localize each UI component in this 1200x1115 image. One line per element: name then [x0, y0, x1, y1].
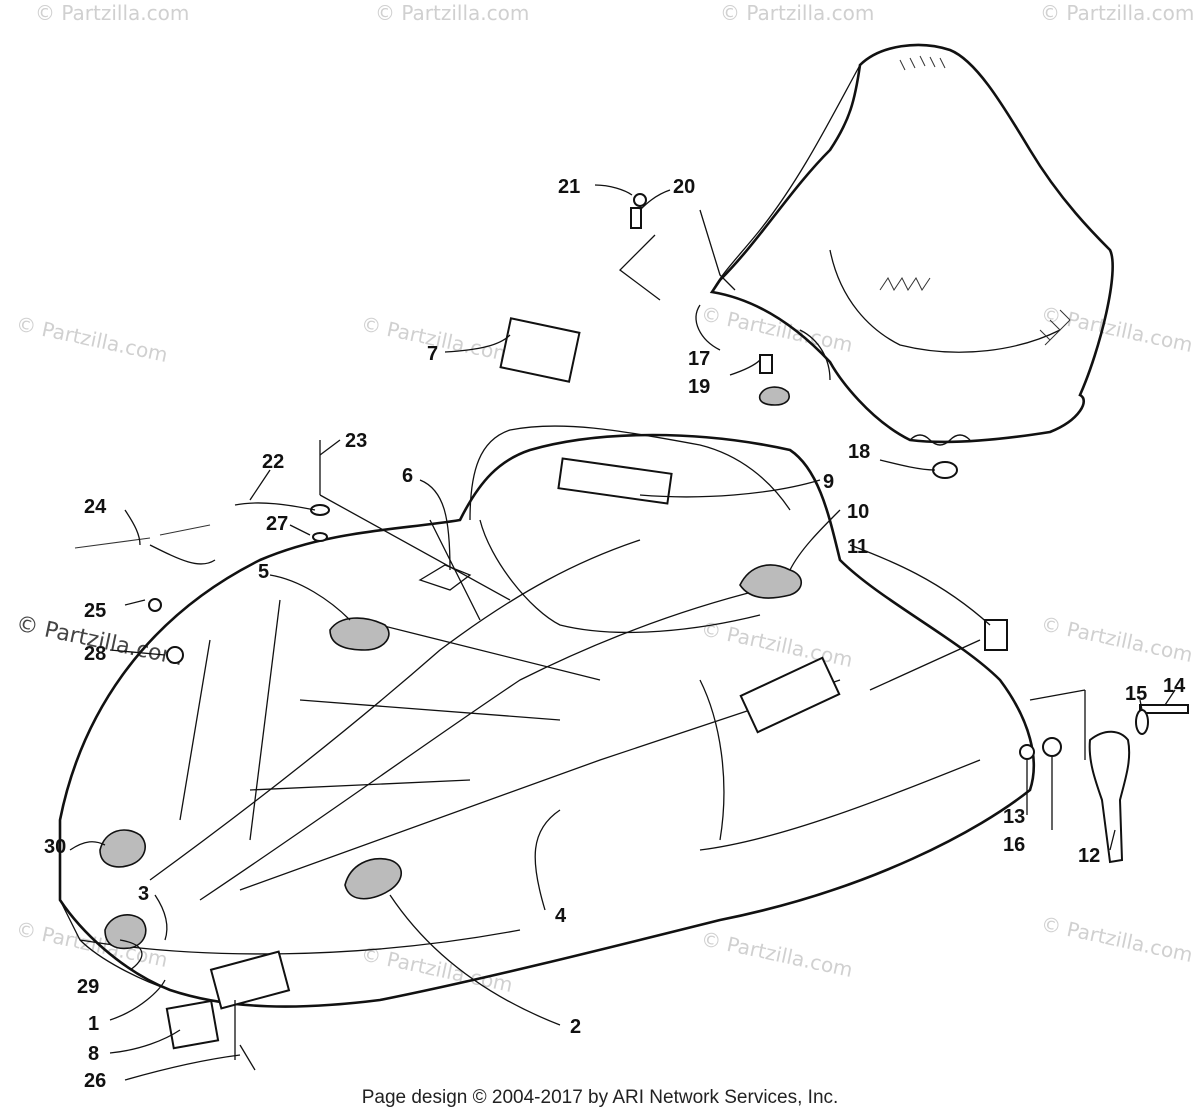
callout-17: 17 — [688, 348, 710, 370]
callout-12: 12 — [1078, 845, 1100, 867]
part-16 — [1042, 737, 1062, 757]
callout-26: 26 — [84, 1070, 106, 1092]
callout-5: 5 — [258, 561, 269, 583]
leader-lines — [69, 184, 1176, 1081]
callouts: 1 2 3 4 5 6 7 8 9 10 11 12 13 14 15 16 1… — [44, 176, 1186, 1092]
callout-23: 23 — [345, 430, 367, 452]
callout-13: 13 — [1003, 806, 1025, 828]
decal-30 — [99, 829, 146, 868]
spring-24 — [74, 524, 211, 549]
decal-10 — [739, 564, 803, 599]
bracket-8-mount — [209, 950, 291, 1010]
callout-3: 3 — [138, 883, 149, 905]
part-13 — [1019, 744, 1035, 760]
part-15 — [1135, 709, 1149, 735]
watermark: © Partzilla.com — [699, 926, 855, 982]
callout-20: 20 — [673, 176, 695, 198]
part-11 — [984, 619, 1008, 651]
callout-4: 4 — [555, 905, 567, 927]
part-19-base — [758, 386, 790, 406]
cable-22 — [234, 502, 316, 511]
watermark: © Partzilla.com — [35, 1, 189, 25]
callout-22: 22 — [262, 451, 284, 473]
callout-16: 16 — [1003, 834, 1025, 856]
callout-21: 21 — [558, 176, 580, 198]
callout-24: 24 — [84, 496, 107, 518]
watermark: © Partzilla.com — [1040, 1, 1194, 25]
callout-30: 30 — [44, 836, 66, 858]
part-7 — [499, 317, 581, 383]
callout-15: 15 — [1125, 683, 1147, 705]
part-21 — [633, 193, 647, 207]
part-27-upper — [310, 504, 330, 516]
latch-12 — [1088, 730, 1131, 864]
part-18 — [932, 461, 958, 479]
callout-19: 19 — [688, 376, 710, 398]
callout-28: 28 — [84, 643, 106, 665]
footer-copyright: Page design © 2004-2017 by ARI Network S… — [362, 1087, 839, 1108]
decal-2 — [344, 858, 403, 900]
windshield — [709, 43, 1114, 446]
watermark: © Partzilla.com — [14, 916, 170, 972]
part-14 — [1139, 704, 1189, 714]
part-25 — [148, 598, 162, 612]
link-25 — [149, 544, 216, 565]
hood-decals — [99, 457, 841, 1010]
part-28 — [166, 646, 184, 664]
watermark: © Partzilla.com — [1039, 911, 1195, 967]
callout-14: 14 — [1163, 675, 1186, 697]
callout-9: 9 — [823, 471, 834, 493]
watermark: © Partzilla.com — [1039, 611, 1195, 667]
ext-decal — [739, 656, 841, 734]
decal-29 — [104, 914, 147, 950]
callout-2: 2 — [570, 1016, 581, 1038]
callout-29: 29 — [77, 976, 99, 998]
watermark: © Partzilla.com — [1039, 301, 1195, 357]
callout-27: 27 — [266, 513, 288, 535]
bracket-8 — [165, 999, 220, 1050]
part-27 — [312, 532, 328, 542]
watermark: © Partzilla.com — [699, 301, 855, 357]
decal-5 — [329, 617, 390, 651]
emblem-6 — [418, 564, 472, 591]
callout-1: 1 — [88, 1013, 99, 1035]
callout-11: 11 — [847, 536, 868, 558]
hood-label — [557, 457, 673, 505]
part-26 — [239, 1044, 256, 1071]
callout-10: 10 — [847, 501, 869, 523]
callout-25: 25 — [84, 600, 106, 622]
watermark: © Partzilla.com — [14, 311, 170, 367]
callout-6: 6 — [402, 465, 413, 487]
callout-18: 18 — [848, 441, 870, 463]
part-19 — [759, 354, 773, 374]
callout-8: 8 — [88, 1043, 99, 1065]
callout-7: 7 — [427, 343, 438, 365]
part-20 — [630, 207, 642, 229]
small-parts — [74, 193, 1189, 1071]
hood — [58, 425, 1036, 1008]
watermark: © Partzilla.com — [699, 616, 855, 672]
watermark: © Partzilla.com — [375, 1, 529, 25]
watermark: © Partzilla.com — [720, 1, 874, 25]
